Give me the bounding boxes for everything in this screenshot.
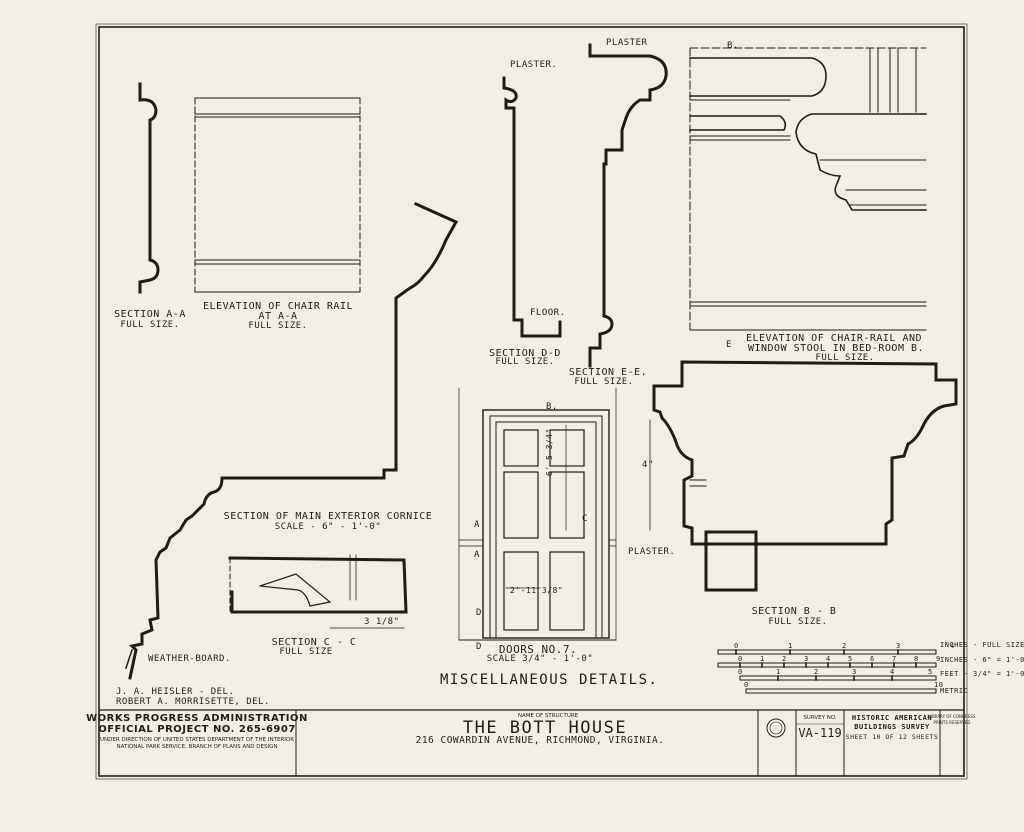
sheet-outer-border [95,23,968,780]
weather-board-callout: WEATHER-BOARD. [148,654,231,664]
cornice-scale: SCALE - 6" - 1'-0" [274,522,382,532]
delineator-2: ROBERT A. MORRISETTE, DEL. [116,697,270,707]
scale-tick-label: 8 [914,655,919,663]
scale-inches-full: INCHES - FULL SIZE [940,641,1024,649]
chair-rail-stool-scale: FULL SIZE. [815,353,875,363]
scale-tick-label: 5 [848,655,853,663]
scale-tick-label: 3 [852,668,857,676]
survey-number: VA-119 [798,726,842,740]
scale-tick-label: 10 [934,681,944,689]
scale-tick-label: 4 [826,655,831,663]
door-a-mark-1: A [474,520,480,530]
under-direction-1: UNDER DIRECTION OF UNITED STATES DEPARTM… [99,737,295,743]
section-b-b-scale: FULL SIZE. [768,617,828,627]
scale-tick-label: 1 [776,668,781,676]
door-height-dim: 6'-5 3/4" [545,428,554,476]
wpa-label: WORKS PROGRESS ADMINISTRATION [86,713,308,724]
scale-tick-label: 4 [890,668,895,676]
sheet-border [98,26,965,777]
chair-rail-stool-elevation [689,47,927,331]
cc-dimension: 3 1/8" [364,617,400,627]
cornice-title: SECTION OF MAIN EXTERIOR CORNICE [223,511,433,522]
scale-tick-label: 0 [738,655,743,663]
plaster-callout-1: PLASTER. [510,60,558,70]
drawing-title: MISCELLANEOUS DETAILS. [440,672,659,688]
scale-tick-label: 2 [782,655,787,663]
chair-rail-scale: FULL SIZE. [248,321,308,331]
scale-tick-label: 5 [928,668,933,676]
section-d-d-title: SECTION D-D [489,348,561,359]
scale-tick-label: 1 [788,642,793,650]
section-e-e-title: SECTION E-E. [568,367,648,378]
section-b-b [649,360,958,592]
e-mark: E [726,340,732,350]
loc-line-1: LIBRARY OF CONGRESS [928,714,976,719]
sheet-number: SHEET 10 OF 12 SHEETS [845,733,939,741]
scale-tick-label: 1 [760,655,765,663]
chair-rail-stool-line2: WINDOW STOOL IN BED-ROOM B. [747,343,925,354]
delineator-1: J. A. HEISLER - DEL. [116,687,235,697]
scale-tick-label: 6 [870,655,875,663]
cornice-profile [128,202,459,680]
plaster-callout-3: PLASTER. [628,547,676,557]
chair-rail-title: ELEVATION OF CHAIR RAIL [203,301,353,312]
scale-tick-label: 3 [804,655,809,663]
section-c-c [228,554,408,629]
section-c-c-scale: FULL SIZE [279,647,333,657]
floor-callout: FLOOR. [530,308,566,318]
scale-tick-label: 4 [950,642,955,650]
door-elevation [458,387,617,641]
bb-height-dim: 4" [642,460,654,470]
section-e-e-scale: FULL SIZE. [574,377,634,387]
door-d-mark-2: D [476,642,482,652]
door-width-dim: 2'-11 3/8" [510,586,564,595]
scale-tick-label: 9 [936,655,941,663]
habs-line-1: HISTORIC AMERICAN [851,714,933,722]
scale-tick-label: 2 [814,668,819,676]
chair-rail-elevation [194,97,361,293]
scale-feet: FEET - 3/4" = 1'-0" [940,670,1024,678]
habs-seal [766,718,786,738]
section-a-a-profile [138,82,160,294]
project-no: OFFICIAL PROJECT NO. 265-6907 [98,724,296,735]
scale-metric: METRIC [940,687,969,695]
b-mark: B. [727,41,739,51]
scale-tick-label: 0 [738,668,743,676]
door-c-mark: C [582,514,588,524]
door-d-mark-1: D [476,608,482,618]
scale-tick-label: 0 [744,681,749,689]
scale-tick-label: 0 [734,642,739,650]
scale-tick-label: 3 [896,642,901,650]
chair-rail-stool-title: ELEVATION OF CHAIR-RAIL AND [745,333,923,344]
structure-address: 216 COWARDIN AVENUE, RICHMOND, VIRGINIA. [415,735,665,746]
doors-scale: SCALE 3/4" - 1'-0" [486,654,594,664]
survey-label: SURVEY NO. [803,715,837,721]
plaster-callout-2: PLASTER [606,38,648,48]
structure-name-label: NAME OF STRUCTURE [517,713,579,719]
section-a-a-title: SECTION A-A [114,309,186,320]
habs-line-2: BUILDINGS SURVEY [854,723,930,731]
section-d-d-scale: FULL SIZE. [495,357,555,367]
door-a-mark-2: A [474,550,480,560]
scale-tick-label: 7 [892,655,897,663]
under-direction-2: NATIONAL PARK SERVICE, BRANCH OF PLANS A… [116,744,278,750]
section-b-b-title: SECTION B - B [751,606,837,617]
section-c-c-title: SECTION C - C [271,637,357,648]
chair-rail-line2: AT A-A [258,311,298,322]
section-d-d-profile [502,76,562,338]
graphic-scales [717,649,937,694]
doors-title: DOORS NO.7. [498,643,578,656]
section-e-e-profile [588,43,668,368]
section-a-a-scale: FULL SIZE. [120,320,180,330]
scale-tick-label: 2 [842,642,847,650]
scale-inches-6: INCHES - 6" = 1'-0" [940,656,1024,664]
structure-name: THE BOTT HOUSE [462,718,628,738]
loc-line-2: PRINTS RESERVED [933,720,971,725]
door-b-mark: B. [546,402,558,412]
